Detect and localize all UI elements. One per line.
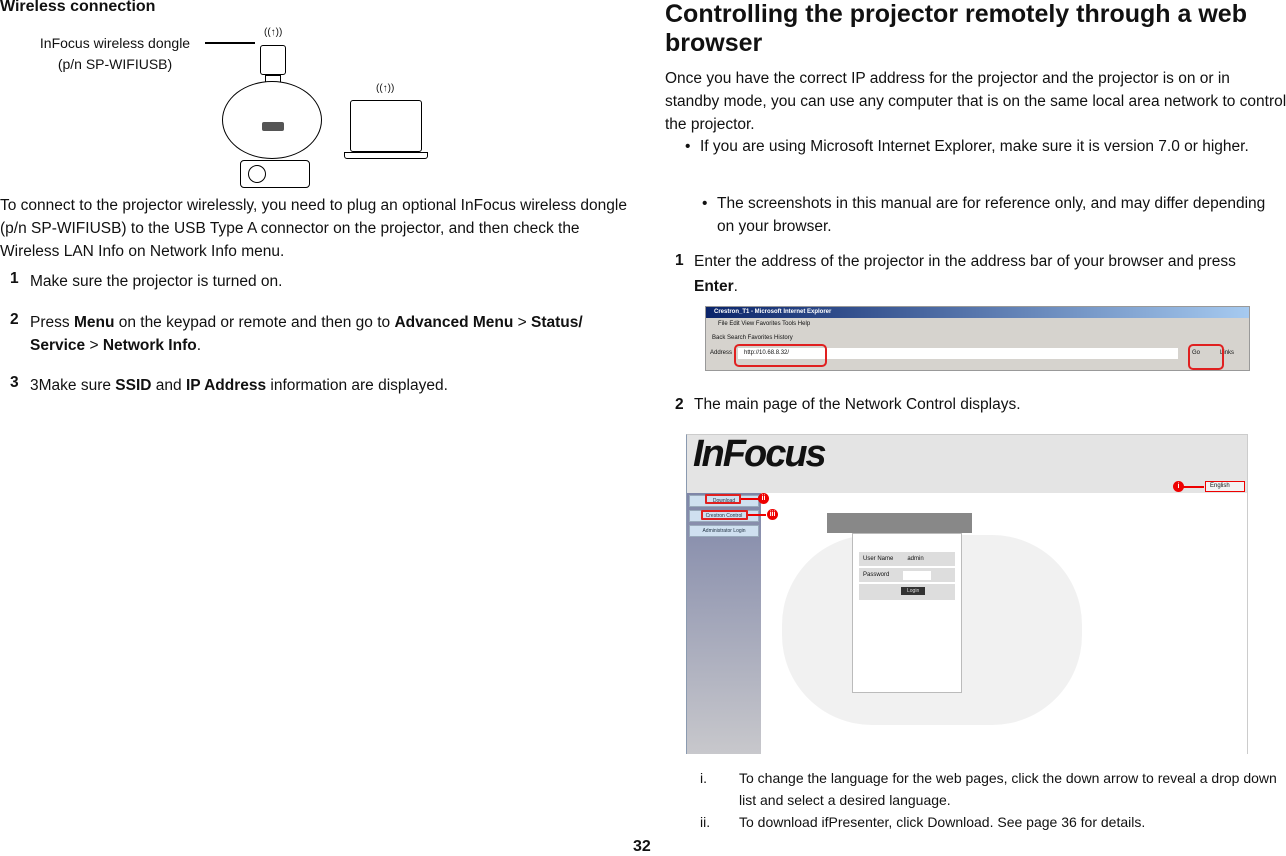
step-3: 3Make sure SSID and IP Address informati… (30, 377, 448, 394)
marker-ii: ii (758, 493, 769, 504)
browser-toolbar: Back Search Favorites History (712, 335, 793, 341)
browser-titlebar: Crestron_T1 - Microsoft Internet Explore… (706, 307, 1249, 318)
step-number: 2 (675, 396, 684, 413)
caption-line: InFocus wireless dongle (39, 35, 191, 51)
wifi-icon: ((↑)) (376, 83, 395, 94)
highlight-crestron (701, 510, 748, 520)
laptop-icon (350, 100, 422, 152)
go-button: Go (1192, 350, 1201, 356)
leader-line (205, 42, 255, 44)
dongle-icon (260, 45, 286, 75)
diagram-caption: InFocus wireless dongle (p/n SP-WIFIUSB) (25, 33, 205, 75)
projector-icon (240, 160, 310, 188)
step-1: Enter the address of the projector in th… (694, 253, 1236, 295)
step-2: The main page of the Network Control dis… (694, 396, 1021, 413)
password-label: Password (863, 572, 890, 578)
intro-paragraph: To connect to the projector wirelessly, … (0, 197, 627, 260)
step-number: 1 (10, 270, 19, 287)
laptop-base (344, 152, 428, 159)
wifi-icon: ((↑)) (264, 27, 283, 38)
user-value: admin (907, 556, 924, 562)
password-input (903, 570, 932, 580)
footnote-number: i. (700, 770, 707, 786)
address-bar: Address http://10.68.8.32/ Go Links (706, 346, 1249, 360)
user-label: User Name (863, 556, 894, 562)
marker-line (1182, 486, 1204, 488)
step-number: 1 (675, 252, 684, 269)
marker-line (741, 498, 759, 500)
highlight-go (1188, 344, 1224, 370)
section-heading: Wireless connection (0, 0, 156, 15)
marker-iii: iii (767, 509, 778, 520)
highlight-address (734, 344, 827, 367)
page-title: Controlling the projector remotely throu… (665, 0, 1247, 57)
usb-port (262, 122, 284, 131)
step-2: Press Menu on the keypad or remote and t… (30, 314, 583, 354)
address-input: http://10.68.8.32/ (738, 347, 1179, 359)
bullet-item: •If you are using Microsoft Internet Exp… (685, 138, 1249, 155)
bullet-item: •The screenshots in this manual are for … (702, 195, 1266, 235)
web-header: InFocus (687, 435, 1247, 493)
links-label: Links (1220, 350, 1235, 356)
step-number: 3 (10, 374, 19, 391)
network-control-screenshot: InFocus English i Download Crestron Cont… (686, 434, 1248, 754)
step-1: Make sure the projector is turned on. (30, 273, 283, 290)
screen-top (827, 513, 972, 533)
projector-closeup (222, 81, 322, 159)
marker-i: i (1173, 481, 1184, 492)
footnote-number: ii. (700, 814, 711, 830)
step-number: 2 (10, 311, 19, 328)
nav-administrator-login: Administrator Login (689, 525, 759, 537)
browser-screenshot: Crestron_T1 - Microsoft Internet Explore… (705, 306, 1250, 371)
caption-line: (p/n SP-WIFIUSB) (57, 56, 173, 72)
address-label: Address (710, 350, 733, 356)
footnote: To download ifPresenter, click Download.… (739, 814, 1146, 830)
language-select: English (1205, 481, 1245, 492)
highlight-download (705, 494, 741, 504)
page-number: 32 (633, 838, 651, 855)
footnote: To change the language for the web pages… (739, 770, 1277, 808)
infocus-logo: InFocus (693, 434, 827, 475)
login-panel: User Name admin Password Login (852, 533, 962, 693)
wireless-diagram: InFocus wireless dongle (p/n SP-WIFIUSB)… (0, 25, 640, 195)
login-button: Login (901, 587, 926, 595)
browser-menubar: File Edit View Favorites Tools Help (718, 321, 811, 327)
marker-line (748, 514, 766, 516)
intro-paragraph: Once you have the correct IP address for… (665, 70, 1286, 133)
